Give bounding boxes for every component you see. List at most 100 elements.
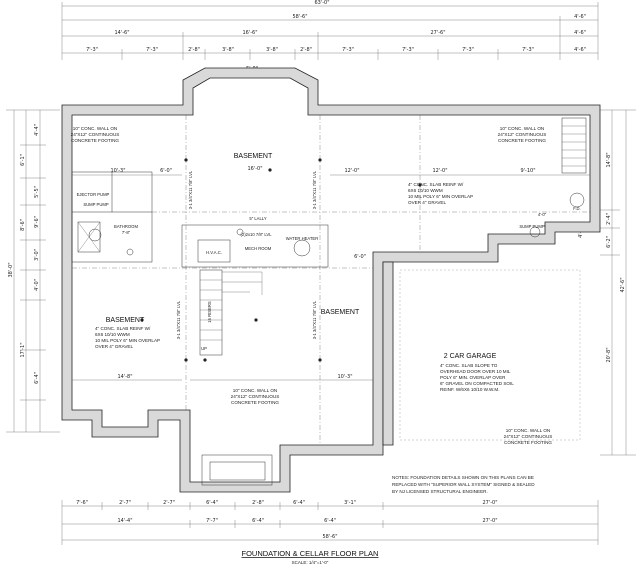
label-basement-right: BASEMENT	[321, 309, 360, 316]
dim-left-2: 5'-5"	[34, 186, 40, 198]
note-stairs: 16 RISERS	[207, 301, 212, 323]
dim-bot-row2-0: 14'-4"	[117, 518, 132, 524]
note-wall-top-left-1: 24"X12" CONTINUOUS	[71, 132, 120, 137]
note-wall-top-left-2: CONCRETE FOOTING	[71, 138, 119, 143]
dim-bot-row1-4: 2'-8"	[252, 500, 264, 506]
note-beam-1: 3-1 3/4"X11 7/8" LVL	[188, 170, 193, 209]
note-garage-slab-2: POLY 6" MIN. OVERLAP OVER	[440, 375, 506, 380]
interior-dimensions: 16'-0" 12'-0" 10'-3" 6'-0" 14'-8" 10'-3"…	[110, 166, 535, 380]
label-bathroom: BATHROOM	[114, 224, 138, 229]
dim-left-4: 8'-6"	[20, 219, 26, 231]
note-slab-right-0: 4" CONC. SLAB REINF W/	[408, 182, 464, 187]
interior-dim-f: 10'-3"	[337, 374, 352, 380]
dim-bot-row1-1: 2'-7"	[119, 500, 131, 506]
note-beam-4: 3-1 3/4"X11 7/8" LVL	[312, 300, 317, 339]
right-dimensions: 14'-8" 2'-4" 6'-2" 20'-8" 42'-6" 4'-0"	[578, 109, 636, 456]
dim-top-row4-1: 7'-3"	[146, 47, 158, 53]
note-garage-slab-4: REINF. W/6X6 10/10 W.W.M.	[440, 387, 499, 392]
label-sump-pump-top: SUMP PUMP	[83, 202, 108, 207]
left-dimensions: 6'-1" 4'-4" 5'-5" 9'-6" 8'-6" 3'-0" 4'-0…	[6, 109, 60, 433]
note-wall-bottom-right-0: 10" CONC. WALL ON	[506, 428, 550, 433]
dim-left-5: 3'-0"	[34, 249, 40, 261]
stair-treads	[200, 271, 263, 341]
note-slab-left-3: OVER 4" GRAVEL	[95, 344, 133, 349]
dim-top-row4-3: 3'-8"	[222, 47, 234, 53]
label-hvac: H.V.A.C.	[206, 250, 222, 255]
label-ejector-pump: EJECTOR PUMP	[77, 192, 110, 197]
label-up: UP	[201, 346, 207, 351]
dim-bot-row1-0: 7'-6"	[76, 500, 88, 506]
dim-top-row2-b: 4'-6"	[574, 14, 586, 20]
dim-top-row4-8: 7'-3"	[462, 47, 474, 53]
dim-bot-row1-3: 6'-4"	[206, 500, 218, 506]
dim-bot-row1-6: 3'-1"	[344, 500, 356, 506]
note-slab-right-2: 10 MIL POLY 6" MIN OVERLAP	[408, 194, 473, 199]
note-wall-bottom-mid-0: 10" CONC. WALL ON	[233, 388, 277, 393]
interior-dim-b: 12'-0"	[432, 168, 447, 174]
note-lally: 5" LALLY	[249, 216, 266, 221]
dim-bot-overall: 58'-6"	[322, 534, 337, 540]
note-garage-slab-1: OVERHEAD DOOR OVER 10 MIL	[440, 369, 511, 374]
dim-bot-row2-2: 6'-4"	[252, 518, 264, 524]
note-foundation-1: REPLACED WITH "SUPERIOR WALL SYSTEM" SIG…	[392, 482, 535, 487]
label-bath-ceiling: 7'-8"	[122, 230, 131, 235]
dim-left-0: 6'-1"	[20, 154, 26, 166]
label-water-heater: WATER HEATER	[286, 236, 319, 241]
dim-right-3: 20'-8"	[606, 347, 612, 362]
note-slab-right-3: OVER 4" GRAVEL	[408, 200, 446, 205]
drawing-scale: SCALE: 1/4"=1'-0"	[292, 560, 329, 565]
dim-bot-row2-1: 7'-7"	[206, 518, 218, 524]
interior-dim-i: 6'-0"	[354, 254, 366, 260]
note-beam-2: 3-1 3/4"X11 7/8" LVL	[312, 170, 317, 209]
drawing-title: FOUNDATION & CELLAR FLOOR PLAN	[242, 549, 379, 558]
dim-top-row2-a: 58'-6"	[292, 14, 307, 20]
label-basement-top: BASEMENT	[234, 153, 273, 160]
dim-bot-row1-5: 6'-4"	[293, 500, 305, 506]
dim-right-0: 14'-8"	[606, 152, 612, 167]
note-foundation-0: NOTES: FOUNDATION DETAILS SHOWN ON THIS …	[392, 475, 534, 480]
note-wall-bottom-mid-2: CONCRETE FOOTING	[231, 400, 279, 405]
note-corner-col: 4'-0"	[538, 212, 547, 217]
note-slab-right-1: 6X6 10/10 WWM	[408, 188, 443, 193]
note-slab-left-0: 4" CONC. SLAB REINF W/	[95, 326, 151, 331]
note-wall-top-right-0: 10" CONC. WALL ON	[500, 126, 544, 131]
label-fd: F.D.	[573, 206, 580, 211]
interior-dim-d: 6'-0"	[160, 168, 172, 174]
label-basement-left: BASEMENT	[106, 317, 145, 324]
dim-left-7: 6'-4"	[34, 372, 40, 384]
dim-bot-row2-4: 27'-0"	[482, 518, 497, 524]
interior-layout	[71, 115, 590, 445]
interior-dim-a: 16'-0"	[247, 166, 262, 172]
dim-right-1: 2'-4"	[606, 213, 612, 225]
dim-bot-row1-2: 2'-7"	[163, 500, 175, 506]
dim-top-row4-5: 2'-8"	[300, 47, 312, 53]
dim-left-1: 4'-4"	[34, 124, 40, 136]
note-slab-left-2: 10 MIL POLY 6" MIN OVERLAP	[95, 338, 160, 343]
note-beam-5: (2)2x10 7/8" LVL	[241, 232, 273, 237]
interior-dim-h: 9'-10"	[520, 168, 535, 174]
top-dimensions: 63'-0" 58'-6" 4'-6" 14'-6" 16'-6" 27'-6"…	[61, 0, 599, 72]
dim-right-4: 42'-6"	[620, 277, 626, 292]
dim-right-2: 6'-2"	[606, 236, 612, 248]
note-garage-slab-3: 6" GRAVEL ON COMPACTED SOIL	[440, 381, 514, 386]
interior-dim-c: 10'-3"	[110, 168, 125, 174]
note-wall-bottom-mid-1: 24"X12" CONTINUOUS	[231, 394, 280, 399]
room-labels: BASEMENT BASEMENT BASEMENT 2 CAR GARAGE …	[77, 153, 581, 360]
dim-top-row3-d: 4'-6"	[574, 30, 586, 36]
note-wall-top-left-0: 10" CONC. WALL ON	[73, 126, 117, 131]
foundation-wall	[61, 67, 601, 493]
dim-top-row4-0: 7'-3"	[86, 47, 98, 53]
dim-left-3: 9'-6"	[34, 216, 40, 228]
note-beam-3: 3-1 3/4"X11 7/8" LVL	[176, 300, 181, 339]
interior-dim-e: 14'-8"	[117, 374, 132, 380]
note-garage-slab-0: 4" CONC. SLAB SLOPE TO	[440, 363, 498, 368]
bottom-dimensions: 7'-6" 2'-7" 2'-7" 6'-4" 2'-8" 6'-4" 3'-1…	[61, 500, 599, 545]
note-wall-bottom-right-1: 24"X12" CONTINUOUS	[504, 434, 553, 439]
label-garage: 2 CAR GARAGE	[444, 353, 497, 360]
interior-dim-g: 12'-0"	[344, 168, 359, 174]
note-wall-bottom-right-2: CONCRETE FOOTING	[504, 440, 552, 445]
title-block: FOUNDATION & CELLAR FLOOR PLAN SCALE: 1/…	[242, 549, 379, 565]
dim-top-row4-9: 7'-3"	[522, 47, 534, 53]
dim-left-9: 38'-0"	[8, 262, 14, 277]
dim-top-row3-c: 27'-6"	[430, 30, 445, 36]
